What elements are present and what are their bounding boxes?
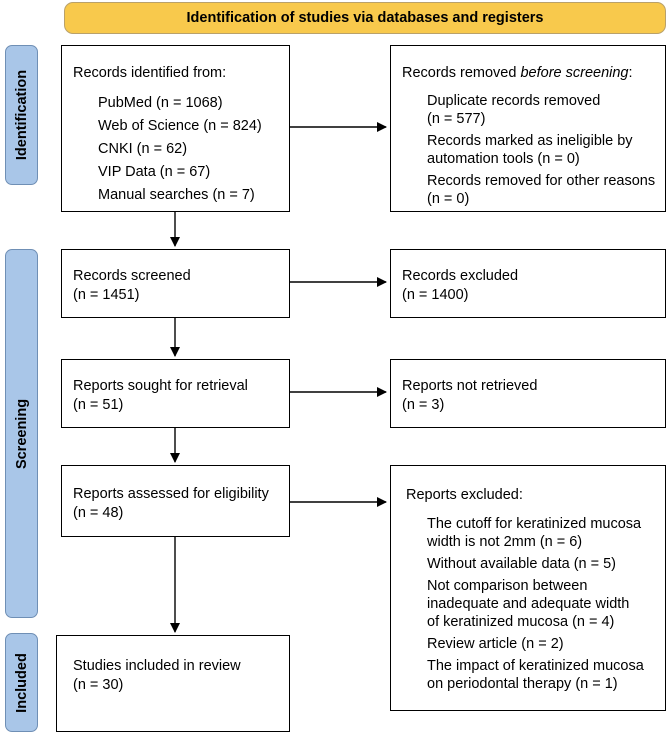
- exclusion-no-data: Without available data (n = 5): [427, 556, 617, 572]
- records-identified-box: Records identified from: PubMed (n = 106…: [61, 45, 290, 212]
- records-screened-label: Records screened: [73, 268, 191, 284]
- reports-not-retrieved-box: Reports not retrieved (n = 3): [390, 359, 666, 428]
- duplicates-removed-line2: (n = 577): [427, 111, 486, 127]
- other-reasons-line1: Records removed for other reasons: [427, 173, 656, 189]
- source-pubmed: PubMed (n = 1068): [98, 95, 223, 111]
- records-excluded-label: Records excluded: [402, 268, 519, 284]
- phase-included: Included: [5, 633, 38, 732]
- source-web-of-science: Web of Science (n = 824): [98, 118, 262, 134]
- automation-ineligible-line2: automation tools (n = 0): [427, 151, 580, 167]
- exclusion-cutoff-line1: The cutoff for keratinized mucosa: [427, 516, 642, 532]
- records-removed-header: Records removed before screening:: [402, 65, 633, 81]
- source-manual-searches: Manual searches (n = 7): [98, 187, 255, 203]
- phase-identification: Identification: [5, 45, 38, 185]
- reports-not-retrieved-label: Reports not retrieved: [402, 378, 538, 394]
- records-excluded-count: (n = 1400): [402, 287, 469, 303]
- exclusion-periodontal-line2: on periodontal therapy (n = 1): [427, 676, 618, 692]
- reports-excluded-box: Reports excluded: The cutoff for keratin…: [390, 465, 666, 711]
- reports-excluded-header: Reports excluded:: [406, 487, 523, 503]
- studies-included-count: (n = 30): [73, 677, 124, 693]
- duplicates-removed-line1: Duplicate records removed: [427, 93, 601, 109]
- records-screened-box: Records screened (n = 1451): [61, 249, 290, 318]
- studies-included-box: Studies included in review (n = 30): [56, 635, 290, 732]
- exclusion-periodontal-line1: The impact of keratinized mucosa: [427, 658, 644, 674]
- reports-assessed-box: Reports assessed for eligibility (n = 48…: [61, 465, 290, 537]
- source-vip-data: VIP Data (n = 67): [98, 164, 211, 180]
- records-screened-count: (n = 1451): [73, 287, 140, 303]
- records-identified-header: Records identified from:: [73, 65, 227, 81]
- reports-assessed-count: (n = 48): [73, 505, 124, 521]
- exclusion-review-article: Review article (n = 2): [427, 636, 564, 652]
- reports-sought-count: (n = 51): [73, 397, 124, 413]
- exclusion-no-comparison-line1: Not comparison between: [427, 578, 588, 594]
- reports-sought-label: Reports sought for retrieval: [73, 378, 248, 394]
- reports-assessed-label: Reports assessed for eligibility: [73, 486, 269, 502]
- records-excluded-box: Records excluded (n = 1400): [390, 249, 666, 318]
- exclusion-no-comparison-line2: inadequate and adequate width: [427, 596, 630, 612]
- banner-title: Identification of studies via databases …: [64, 2, 666, 34]
- other-reasons-line2: (n = 0): [427, 191, 470, 207]
- reports-not-retrieved-count: (n = 3): [402, 397, 445, 413]
- records-removed-box: Records removed before screening: Duplic…: [390, 45, 666, 212]
- source-cnki: CNKI (n = 62): [98, 141, 188, 157]
- phase-screening: Screening: [5, 249, 38, 618]
- studies-included-label: Studies included in review: [73, 658, 241, 674]
- exclusion-no-comparison-line3: of keratinized mucosa (n = 4): [427, 614, 615, 630]
- exclusion-cutoff-line2: width is not 2mm (n = 6): [427, 534, 583, 550]
- automation-ineligible-line1: Records marked as ineligible by: [427, 133, 633, 149]
- reports-sought-box: Reports sought for retrieval (n = 51): [61, 359, 290, 428]
